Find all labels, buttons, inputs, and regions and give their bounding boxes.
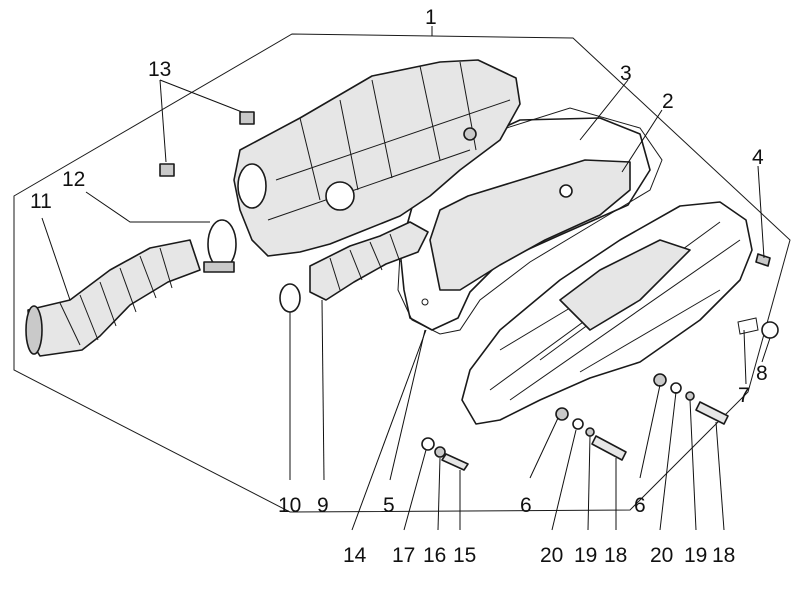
leader-5 [389,329,426,481]
callout-6a: 6 [520,494,532,517]
clip-lower [159,163,175,177]
callout-2: 2 [662,90,674,113]
callout-4: 4 [752,146,764,169]
leader-11 [41,217,71,301]
airbox-inlet [237,163,267,209]
gasket [397,107,663,335]
duct-clamp [279,283,301,313]
washer-19b [685,391,695,401]
leader-13b [159,79,167,163]
leader-18b [715,421,725,531]
bolt-15 [441,453,469,471]
cover-shade [559,239,691,331]
leader-2 [621,109,663,173]
leader-6b [639,384,661,479]
filter-element-inner [429,159,631,291]
leader-20a [551,429,577,531]
callout-7: 7 [738,384,750,407]
hose-ribs [59,247,173,346]
leader-3 [579,79,629,141]
bush-8 [761,321,779,339]
washer-6a [555,407,569,421]
leader-8 [761,337,771,363]
leader-13a [159,79,243,113]
duct-ribs [329,233,401,291]
callout-17: 17 [392,544,415,567]
leader-9 [321,299,325,481]
leader-19a [587,435,591,531]
gasket-hole [421,298,429,306]
bolt-18b [695,401,729,425]
filter-hole [559,184,573,198]
leader-19b [689,399,697,531]
bolt-18a [591,435,627,461]
callout-11: 11 [30,190,52,213]
leader-16 [437,457,441,531]
callout-20b: 20 [650,544,673,567]
callout-13: 13 [148,58,171,81]
airbox-port [325,181,355,211]
washer-19a [585,427,595,437]
hose-clamp [207,219,237,269]
callout-19b: 19 [684,544,707,567]
intake-hose [27,239,201,357]
clamp-screw [203,261,235,273]
airbox-ribs [267,61,511,221]
leader-12 [85,191,210,223]
leader-17 [403,449,427,531]
callout-9: 9 [317,494,329,517]
callout-1: 1 [425,6,437,29]
assembly-outline [13,33,791,513]
airbox-mount [463,127,477,141]
washer-20a [572,418,584,430]
callout-8: 8 [756,362,768,385]
screw-4 [755,253,771,267]
leader-6a [529,417,559,479]
callout-18a: 18 [604,544,627,567]
leader-7 [743,329,747,385]
leader-20b [659,391,677,531]
air-duct [309,221,429,301]
washer-20b [670,382,682,394]
callout-6b: 6 [634,494,646,517]
callout-3: 3 [620,62,632,85]
washer-6b [653,373,667,387]
clip-upper [239,111,255,125]
callout-18b: 18 [712,544,735,567]
callout-16: 16 [423,544,446,567]
leader-4 [757,165,765,259]
callout-12: 12 [62,168,85,191]
callout-5: 5 [383,494,395,517]
spring-7 [737,317,759,335]
callout-14: 14 [343,544,367,567]
hose-end [25,305,43,355]
washer-17 [421,437,435,451]
callout-15: 15 [453,544,476,567]
leader-14 [351,329,427,531]
callout-19a: 19 [574,544,597,567]
washer-16 [434,446,446,458]
callout-10: 10 [278,494,301,517]
callout-20a: 20 [540,544,563,567]
